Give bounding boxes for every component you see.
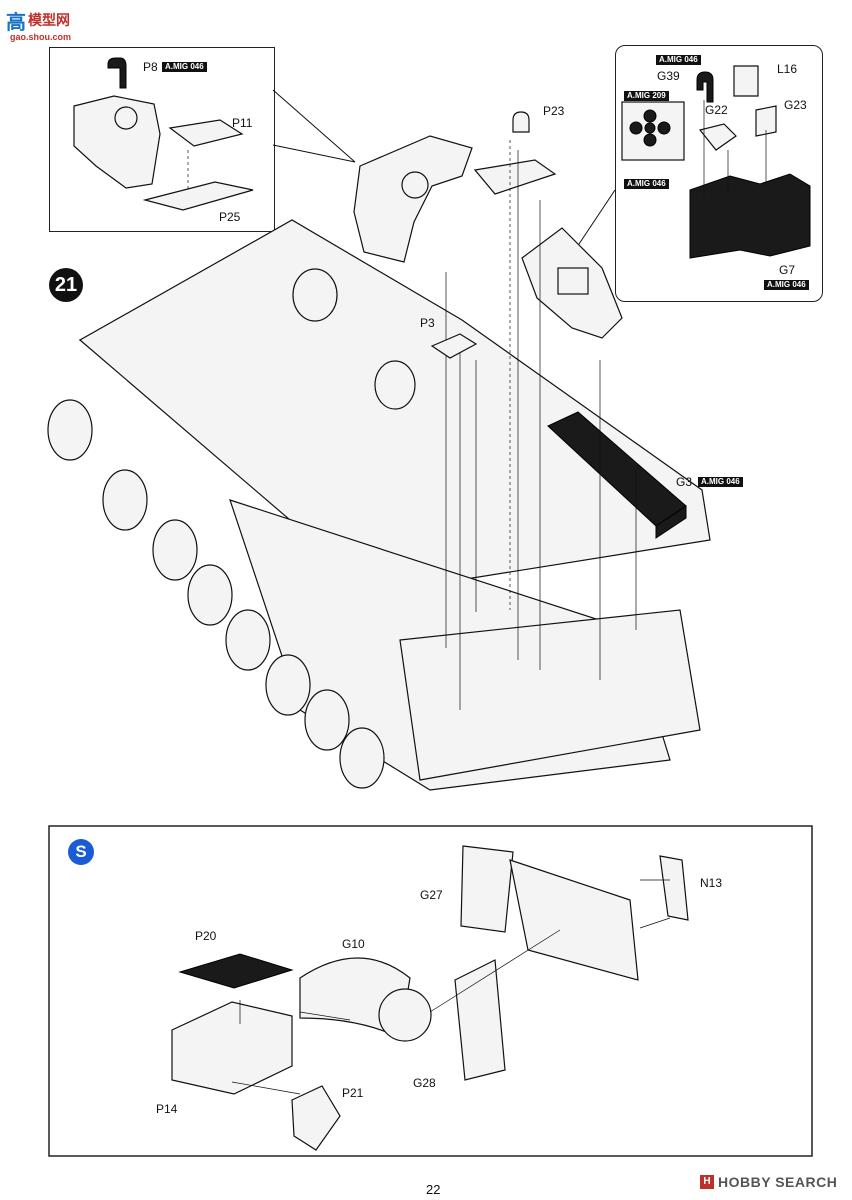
brand-icon: H — [700, 1175, 714, 1189]
label-g28: G28 — [413, 1076, 436, 1090]
brand-watermark: H HOBBY SEARCH — [700, 1174, 845, 1192]
paint-tag-g3: A.MIG 046 — [698, 477, 743, 487]
watermark-url: gao.shou.com — [10, 32, 72, 42]
substep-badge: S — [68, 839, 94, 865]
label-p3: P3 — [420, 316, 435, 330]
label-g23: G23 — [784, 98, 807, 112]
paint-tag-mig209: A.MIG 209 — [624, 91, 669, 101]
page-number: 22 — [426, 1182, 441, 1197]
label-p11: P11 — [232, 116, 253, 130]
brand-text: HOBBY SEARCH — [718, 1174, 838, 1190]
label-p8: P8 — [143, 60, 158, 74]
detail-inset-engine — [615, 45, 823, 302]
paint-tag-g7: A.MIG 046 — [764, 280, 809, 290]
watermark-logo: 高 模型网 gao.shou.com — [6, 6, 96, 42]
label-g39: G39 — [657, 69, 680, 83]
label-p25: P25 — [219, 210, 241, 224]
label-g7: G7 — [779, 263, 796, 277]
watermark-char: 高 — [6, 12, 26, 34]
paint-tag-mig046-square: A.MIG 046 — [624, 179, 669, 189]
label-g3: G3 — [676, 475, 693, 489]
label-p21: P21 — [342, 1086, 364, 1100]
label-g10: G10 — [342, 937, 365, 951]
label-g27: G27 — [420, 888, 443, 902]
step-number-badge: 21 — [49, 268, 83, 302]
label-g22: G22 — [705, 103, 728, 117]
label-n13: N13 — [700, 876, 723, 890]
label-p20: P20 — [195, 929, 217, 943]
paint-tag-g39: A.MIG 046 — [656, 55, 701, 65]
paint-tag-p8: A.MIG 046 — [162, 62, 207, 72]
label-p14: P14 — [156, 1102, 178, 1116]
label-p23: P23 — [543, 104, 565, 118]
label-l16: L16 — [777, 62, 798, 76]
road-wheels — [47, 268, 416, 789]
watermark-text: 模型网 — [28, 12, 70, 28]
